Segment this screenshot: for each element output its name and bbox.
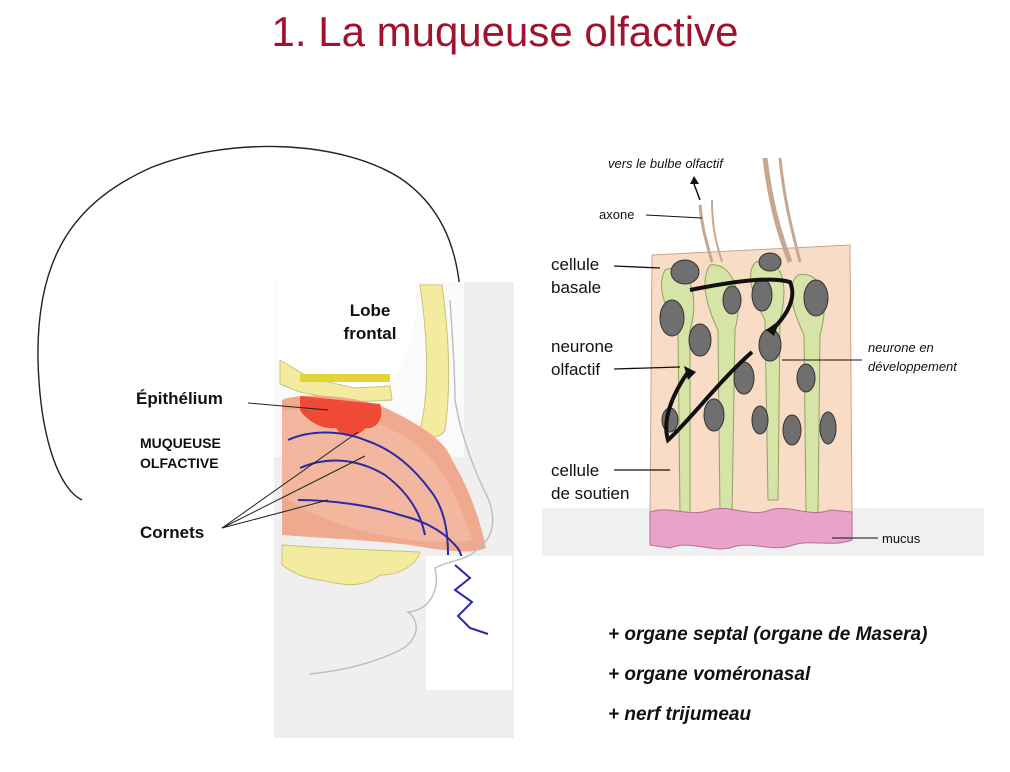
- bullet-organe-septal: + organe septal (organe de Masera): [608, 624, 928, 645]
- label-dev-line1: neurone en: [868, 340, 934, 355]
- label-axone: axone: [599, 207, 634, 222]
- label-muqueuse-line1: MUQUEUSE: [140, 435, 221, 451]
- label-basale-line1: cellule: [551, 255, 599, 274]
- head-outline: [37, 145, 461, 501]
- label-epithelium: Épithélium: [136, 389, 223, 408]
- label-soutien-line2: de soutien: [551, 484, 629, 503]
- nerve-path: [287, 431, 449, 556]
- cell-section: vers le bulbe olfactif axone cellule bas…: [542, 156, 984, 556]
- label-lobe-line1: Lobe: [350, 301, 391, 320]
- bullet-list: + organe septal (organe de Masera) + org…: [608, 624, 927, 744]
- olfactory-epithelium: [300, 396, 382, 437]
- mucus-layer: [649, 508, 853, 550]
- head-section: Lobe frontal Épithélium MUQUEUSE OLFACTI…: [37, 145, 514, 738]
- label-mucus: mucus: [882, 531, 921, 546]
- bullet-organe-vomeronasal: + organe voméronasal: [608, 664, 811, 685]
- cribriform-plate: [300, 374, 390, 382]
- skull-bone: [419, 284, 450, 438]
- label-muqueuse-line2: OLFACTIVE: [140, 455, 219, 471]
- bullet-nerf-trijumeau: + nerf trijumeau: [608, 704, 752, 725]
- label-lobe-line2: frontal: [344, 324, 397, 343]
- palate: [281, 544, 421, 586]
- label-soutien-line1: cellule: [551, 461, 599, 480]
- page-title: 1. La muqueuse olfactive: [271, 8, 739, 55]
- label-basale-line2: basale: [551, 278, 601, 297]
- label-cornets: Cornets: [140, 523, 204, 542]
- label-dev-line2: développement: [868, 359, 958, 374]
- label-neurone-line1: neurone: [551, 337, 613, 356]
- label-vers-bulbe: vers le bulbe olfactif: [608, 156, 724, 171]
- frontal-lobe: [278, 282, 416, 394]
- label-neurone-line2: olfactif: [551, 360, 600, 379]
